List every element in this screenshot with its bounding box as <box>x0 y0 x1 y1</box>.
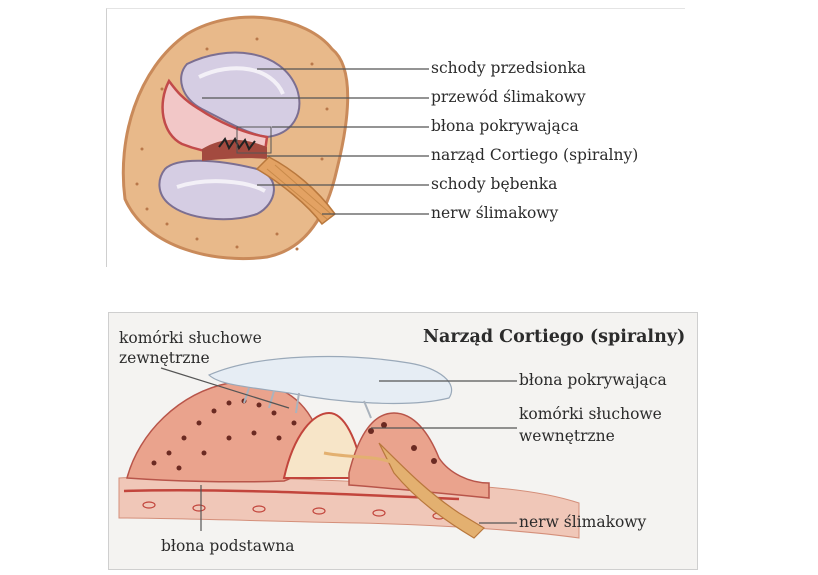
leader-lines <box>202 68 429 215</box>
organ-of-corti-title: Narząd Cortiego (spiralny) <box>423 327 686 347</box>
basilar-tissue <box>118 476 580 539</box>
label-organ-of-corti: narząd Cortiego (spiralny) <box>431 146 639 164</box>
organ-of-corti-illustration <box>118 355 580 539</box>
label-cochlear-nerve-detail: nerw ślimakowy <box>519 513 647 531</box>
label-inner-hair-cells-line1: komórki słuchowe <box>519 405 662 423</box>
cochlear-nerve-fibers <box>378 442 485 539</box>
cochlea-cross-section-illustration <box>121 15 429 261</box>
tectorial-membrane <box>207 355 453 405</box>
label-scala-vestibuli: schody przedsionka <box>431 59 587 77</box>
label-tectorial-membrane-detail: błona pokrywająca <box>519 371 667 389</box>
organ-of-corti <box>202 126 272 161</box>
cochlea-cross-section-panel: schody przedsionka przewód ślimakowy bło… <box>106 8 685 267</box>
label-outer-hair-cells-line2: zewnętrzne <box>119 349 210 367</box>
leader-lines-bottom <box>160 367 517 531</box>
organ-of-corti-panel: Narząd Cortiego (spiralny) komórki słuch… <box>108 312 698 570</box>
label-scala-tympani: schody bębenka <box>431 175 558 193</box>
scala-tympani <box>158 159 275 221</box>
label-cochlear-nerve: nerw ślimakowy <box>431 204 559 222</box>
label-outer-hair-cells-line1: komórki słuchowe <box>119 329 262 347</box>
label-basilar-membrane: błona podstawna <box>161 537 295 555</box>
label-cochlear-duct: przewód ślimakowy <box>431 88 586 106</box>
label-tectorial-membrane: błona pokrywająca <box>431 117 579 135</box>
label-inner-hair-cells-line2: wewnętrzne <box>519 427 615 445</box>
